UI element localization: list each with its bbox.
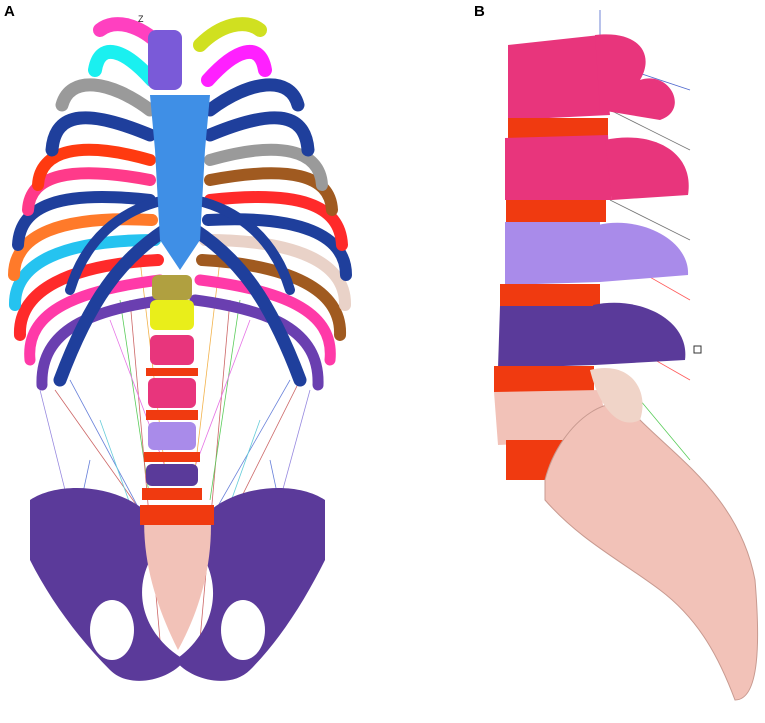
vertebra-l3 xyxy=(505,222,600,285)
marker-square xyxy=(693,345,702,354)
axis-label-z: Z xyxy=(138,14,144,24)
pelvis xyxy=(30,488,325,681)
rib-cage xyxy=(8,17,352,391)
panel-a-trunk: Z xyxy=(8,14,352,681)
disc-2 xyxy=(506,200,606,222)
l4-process xyxy=(593,302,686,365)
ligament-lines-b xyxy=(599,10,691,461)
panel-label-a: A xyxy=(4,3,15,20)
sacrum-wing xyxy=(590,368,643,423)
disc-1 xyxy=(508,118,608,138)
vertebra-l4 xyxy=(498,306,595,368)
sternum xyxy=(150,95,210,270)
l1-process xyxy=(595,34,675,120)
vertebra-l1 xyxy=(508,35,610,120)
manubrium xyxy=(148,30,182,90)
vertebra-l2 xyxy=(505,135,612,200)
disc-4 xyxy=(494,366,594,392)
spine-a xyxy=(142,275,202,500)
sacrum-b xyxy=(544,403,759,701)
axis-markers-a: Z xyxy=(138,14,144,24)
disc-3 xyxy=(500,284,600,306)
l2-process xyxy=(605,137,689,200)
l3-process xyxy=(598,222,689,282)
panel-label-b: B xyxy=(474,3,485,20)
panel-b-lumbar xyxy=(494,10,759,701)
